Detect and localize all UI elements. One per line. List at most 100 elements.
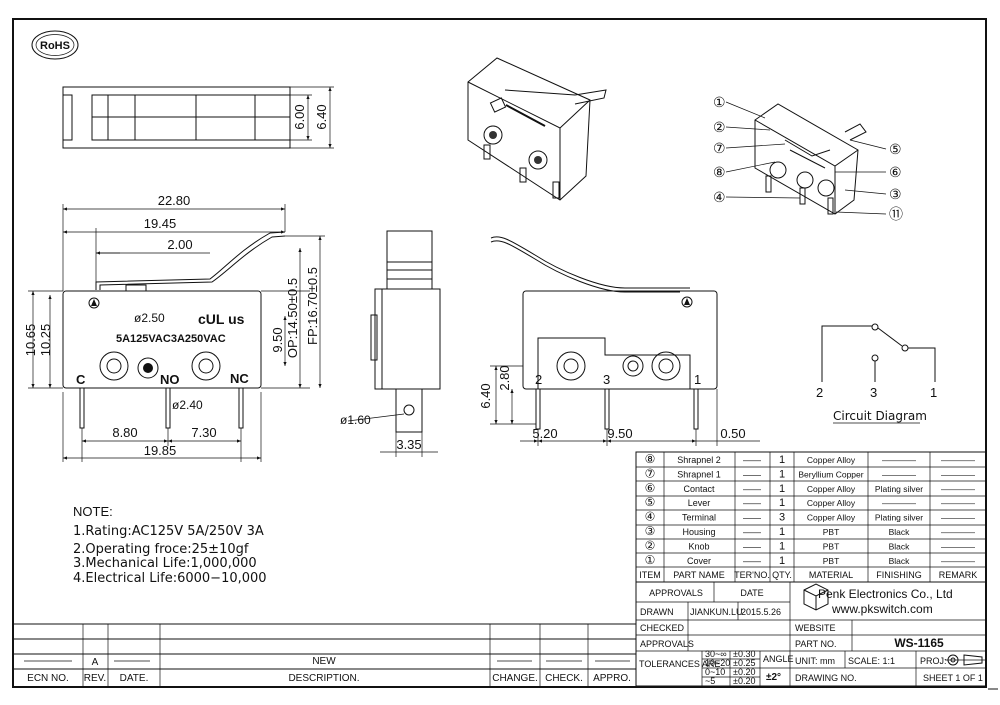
bom-header-finishing: FINISHING	[876, 570, 922, 580]
dim-22-80: 22.80	[158, 193, 191, 208]
rating-imprint: 5A125VAC3A250VAC	[116, 333, 226, 345]
drawn-label: DRAWN	[640, 607, 674, 617]
drawn-date: 2015.5.26	[741, 607, 781, 617]
rear-pin-1: 1	[694, 372, 701, 387]
bom-cell-name: Terminal	[682, 513, 716, 523]
dim-9-50-rear: 9.50	[607, 426, 632, 441]
bom-cell-qty: 3	[779, 512, 785, 524]
bom-cell-ter: ——	[743, 455, 761, 465]
part-no-header: PART NO.	[795, 639, 837, 649]
revision-block: A NEW ECN NO. REV. DATE. DESCRIPTION. CH…	[13, 623, 636, 686]
bom-cell-item: ③	[645, 524, 656, 538]
callout-3: ③	[889, 186, 902, 202]
dim-3-35: 3.35	[396, 437, 421, 452]
dim-pin-2-40: ø2.40	[172, 398, 203, 412]
rev-value: A	[92, 657, 99, 668]
bom-cell-ter: ——	[743, 527, 761, 537]
unit-label: UNIT: mm	[795, 656, 835, 666]
website-header: WEBSITE	[795, 623, 836, 633]
pin-nc-label: NC	[230, 371, 249, 386]
circuit-node-1: 1	[930, 385, 937, 400]
dim-8-80: 8.80	[112, 425, 137, 440]
dim-7-30: 7.30	[191, 425, 216, 440]
callout-8: ⑧	[713, 164, 726, 180]
company-name: Penk Electronics Co., Ltd	[818, 587, 953, 601]
iso-callout-view: ① ② ⑦ ⑧ ④ ⑤ ⑥ ③ ⑪	[713, 94, 903, 222]
bom-header-item: ITEM	[639, 570, 661, 580]
notes-heading: NOTE:	[73, 504, 113, 519]
bom-cell-item: ④	[645, 510, 656, 524]
bom-cell-qty: 1	[779, 468, 785, 480]
dim-pin-1-60: ø1.60	[340, 413, 371, 427]
rev-header: REV.	[84, 673, 106, 684]
dim-5-20: 5.20	[532, 426, 557, 441]
checked-label: CHECKED	[640, 623, 685, 633]
top-view: 6.00 6.40	[62, 86, 334, 149]
bom-cell-qty: 1	[779, 526, 785, 538]
callout-1: ①	[713, 94, 726, 110]
bom-cell-name: Cover	[687, 556, 711, 566]
rear-pin-2: 2	[535, 372, 542, 387]
bom-cell-qty: 1	[779, 483, 785, 495]
iso-product-view	[467, 57, 607, 201]
front-view: ø2.50 cUL us 5A125VAC3A250VAC C NO NC ø2…	[23, 193, 325, 462]
part-no-value: WS-1165	[894, 636, 944, 650]
bom-cell-item: ⑥	[645, 481, 656, 495]
ul-mark: cUL us	[198, 311, 245, 327]
bom-cell-ter: ——	[743, 469, 761, 479]
bom-cell-item: ①	[645, 553, 656, 567]
drawn-by: JIANKUN.LU	[690, 607, 743, 617]
dim-19-85: 19.85	[144, 443, 177, 458]
bom-cell-qty: 1	[779, 540, 785, 552]
side-view: ø1.60 3.35	[340, 230, 441, 457]
dim-6-40: 6.40	[314, 104, 329, 129]
bom-cell-remark: ————	[941, 455, 976, 465]
bom-cell-material: Copper Alloy	[807, 484, 856, 494]
drawing-frame	[12, 18, 987, 688]
pin-c-label: C	[76, 372, 86, 387]
bom-cell-finishing: ————	[882, 498, 917, 508]
dim-op: OP:14.50±0.5	[285, 278, 300, 358]
scale-label: SCALE: 1:1	[848, 656, 895, 666]
bom-cell-finishing: Plating silver	[875, 513, 923, 523]
appro-header: APPRO.	[593, 673, 631, 684]
note-item: 1.Rating:AC125V 5A/250V 3A	[73, 524, 264, 539]
bom-cell-finishing: Plating silver	[875, 484, 923, 494]
tol-range: 30~∞	[705, 649, 727, 659]
projection-label: PROJ:	[920, 656, 947, 666]
bom-cell-material: Copper Alloy	[807, 498, 856, 508]
bom-cell-finishing: Black	[889, 527, 911, 537]
bom-cell-material: Copper Alloy	[807, 513, 856, 523]
bom-cell-material: Beryllium Copper	[798, 469, 863, 479]
angle-label: ANGLE	[763, 654, 794, 664]
bom-cell-material: PBT	[823, 556, 840, 566]
dim-6-40-rear: 6.40	[478, 383, 493, 408]
bom-cell-finishing: ————	[882, 455, 917, 465]
bom-header-ter: TER'NO.	[734, 570, 770, 580]
ecn-no-header: ECN NO.	[27, 673, 69, 684]
bom-header-remark: REMARK	[939, 570, 978, 580]
dim-19-45: 19.45	[144, 216, 177, 231]
dim-hole-2-50: ø2.50	[134, 311, 165, 325]
bom-cell-ter: ——	[743, 541, 761, 551]
callout-2: ②	[713, 119, 726, 135]
angle-value: ±2°	[766, 672, 781, 683]
bom-cell-finishing: Black	[889, 541, 911, 551]
bom-cell-ter: ——	[743, 513, 761, 523]
callout-4: ④	[713, 189, 726, 205]
tol-range: 10~20	[705, 658, 730, 668]
bom-cell-ter: ——	[743, 556, 761, 566]
change-header: CHANGE.	[492, 673, 538, 684]
company-website: www.pkswitch.com	[831, 602, 933, 616]
dim-9-50: 9.50	[270, 327, 285, 352]
tol-value: ±0.25	[733, 658, 755, 668]
tol-range: 0~10	[705, 667, 725, 677]
bom-cell-name: Shrapnel 2	[677, 455, 721, 465]
bom-cell-remark: ————	[941, 541, 976, 551]
callout-5: ⑤	[889, 141, 902, 157]
bom-header-qty: QTY.	[772, 570, 792, 580]
bom-cell-item: ⑧	[645, 452, 656, 466]
